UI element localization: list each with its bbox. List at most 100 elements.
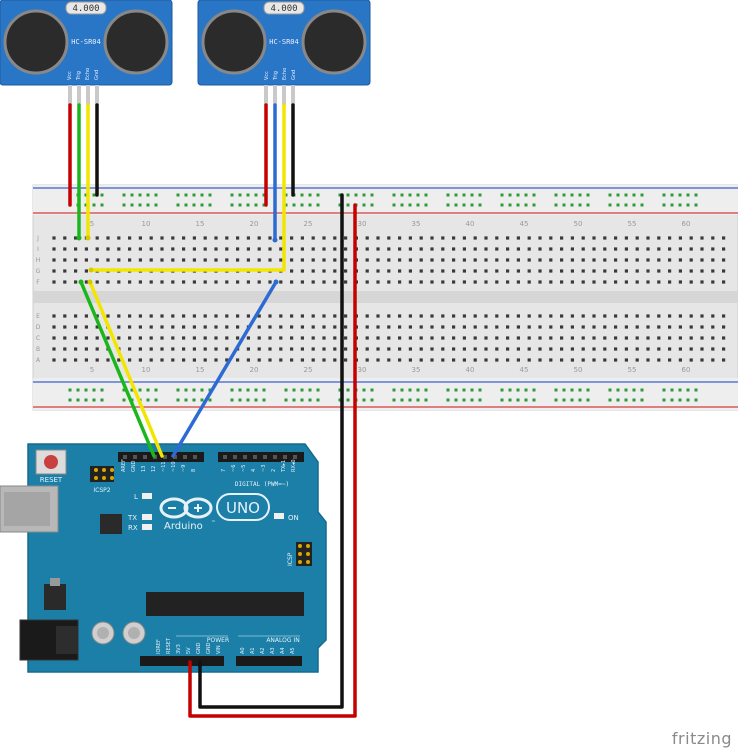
column-number: 30 xyxy=(358,366,367,374)
column-number: 5 xyxy=(90,366,94,374)
transducer-icon xyxy=(103,9,169,75)
row-letter: G xyxy=(36,268,41,275)
digital-pin-label: ~6 xyxy=(231,465,237,472)
ultrasonic-sensor-left: 4.000 HC-SR04 Vcc Trig Echo Gnd xyxy=(0,0,173,105)
power-pin-label: GND xyxy=(206,642,212,654)
power-pin-label: RESET xyxy=(166,637,172,654)
row-letter: C xyxy=(36,335,40,342)
row-letter: F xyxy=(36,279,40,286)
column-number: 55 xyxy=(628,366,637,374)
column-number: 30 xyxy=(358,220,367,228)
power-header-label: POWER xyxy=(207,637,229,644)
digital-header-label: DIGITAL (PWM=~) xyxy=(235,481,289,488)
analog-pin-label: A4 xyxy=(280,647,286,654)
column-number: 60 xyxy=(682,366,691,374)
ultrasonic-sensor-right: 4.000 HC-SR04 Vcc Trig Echo Gnd xyxy=(197,0,371,105)
digital-pin-label: AREF xyxy=(121,459,127,472)
wire-green-trig[interactable] xyxy=(79,280,156,458)
led-tx-label: TX xyxy=(127,514,137,522)
sensor-display: 4.000 xyxy=(72,4,99,14)
arduino-logo-icon xyxy=(159,497,213,519)
transducer-icon xyxy=(3,9,69,75)
breadboard: 5 10 15 20 25 30 35 40 45 50 55 60 5 10 … xyxy=(32,184,738,411)
column-number: 20 xyxy=(250,220,259,228)
digital-pin-label: ~3 xyxy=(261,465,267,472)
arduino-logo-text: Arduino xyxy=(164,521,203,532)
digital-pin-label: 12 xyxy=(151,466,157,472)
column-number: 15 xyxy=(196,366,205,374)
row-letter: D xyxy=(36,324,41,331)
digital-pin-label: ~10 xyxy=(171,461,177,472)
analog-pin-label: A0 xyxy=(240,647,246,654)
column-number: 40 xyxy=(466,366,475,374)
led-l-label: L xyxy=(134,493,138,501)
led-tx xyxy=(142,514,152,520)
column-number: 25 xyxy=(304,220,313,228)
board-model: UNO xyxy=(226,499,260,517)
pin-label: Echo xyxy=(85,68,91,80)
pin-label: Gnd xyxy=(94,70,100,80)
wire-blue-trig[interactable] xyxy=(171,280,278,458)
led-l xyxy=(142,493,152,499)
sensor-model: HC-SR04 xyxy=(269,38,299,46)
reset-label: RESET xyxy=(40,476,63,484)
arduino-uno-board: RESET ICSP2 AREF GND 13 12 ~11 ~10 ~9 8 … xyxy=(0,443,327,673)
digital-pin-label: 13 xyxy=(141,466,147,472)
led-rx xyxy=(142,524,152,530)
analog-pin-label: A2 xyxy=(260,647,266,654)
power-pin-label: VIN xyxy=(216,645,222,654)
column-number: 10 xyxy=(142,220,151,228)
pin-label: Echo xyxy=(282,68,288,80)
sensor-model: HC-SR04 xyxy=(71,38,101,46)
wire-red-5v[interactable] xyxy=(188,203,357,718)
pin-label: Trig xyxy=(76,71,82,81)
column-number: 35 xyxy=(412,220,421,228)
fritzing-watermark: fritzing xyxy=(671,729,732,748)
row-letter: E xyxy=(36,313,40,320)
column-number: 45 xyxy=(520,366,529,374)
transducer-icon xyxy=(301,9,367,75)
analog-pin-label: A1 xyxy=(250,647,256,654)
row-letter: I xyxy=(37,246,39,253)
row-letter: J xyxy=(36,235,39,242)
column-number: 25 xyxy=(304,366,313,374)
wire-yellow[interactable] xyxy=(89,103,286,272)
wires xyxy=(68,103,357,718)
column-number: 40 xyxy=(466,220,475,228)
column-number: 20 xyxy=(250,366,259,374)
digital-pin-label: 8 xyxy=(191,469,197,472)
wire-black-gnd[interactable] xyxy=(198,193,344,709)
wire-yellow-echo[interactable] xyxy=(88,280,164,458)
breadboard-holes xyxy=(52,236,726,362)
sensor-display: 4.000 xyxy=(270,4,297,14)
digital-pin-label: 2 xyxy=(271,469,277,472)
icsp-label: ICSP xyxy=(287,552,294,566)
digital-pin-label: TX▸1 xyxy=(281,460,287,473)
row-letter: H xyxy=(36,257,41,264)
column-number: 60 xyxy=(682,220,691,228)
pin-label: Gnd xyxy=(291,70,297,80)
column-number: 55 xyxy=(628,220,637,228)
power-rail-holes xyxy=(68,193,698,402)
digital-pin-label: ~9 xyxy=(181,465,187,472)
digital-pin-label: RX◂0 xyxy=(291,459,297,472)
led-on xyxy=(274,513,284,519)
column-number: 10 xyxy=(142,366,151,374)
pin-label: Vcc xyxy=(264,71,270,80)
power-pin-label: GND xyxy=(196,642,202,654)
reset-button-cap[interactable] xyxy=(44,455,58,469)
arduino-tm: ™ xyxy=(211,520,216,526)
led-rx-label: RX xyxy=(128,524,138,532)
digital-pin-label: ~11 xyxy=(161,461,167,472)
analog-header-label: ANALOG IN xyxy=(266,637,299,644)
column-number: 15 xyxy=(196,220,205,228)
transducer-icon xyxy=(201,9,267,75)
analog-pin-label: A5 xyxy=(290,647,296,654)
digital-pin-label: 7 xyxy=(221,469,227,472)
column-number: 35 xyxy=(412,366,421,374)
power-pin-label: IOREF xyxy=(156,639,162,654)
column-number: 50 xyxy=(574,220,583,228)
pin-label: Trig xyxy=(273,71,279,81)
icsp2-label: ICSP2 xyxy=(93,487,110,494)
